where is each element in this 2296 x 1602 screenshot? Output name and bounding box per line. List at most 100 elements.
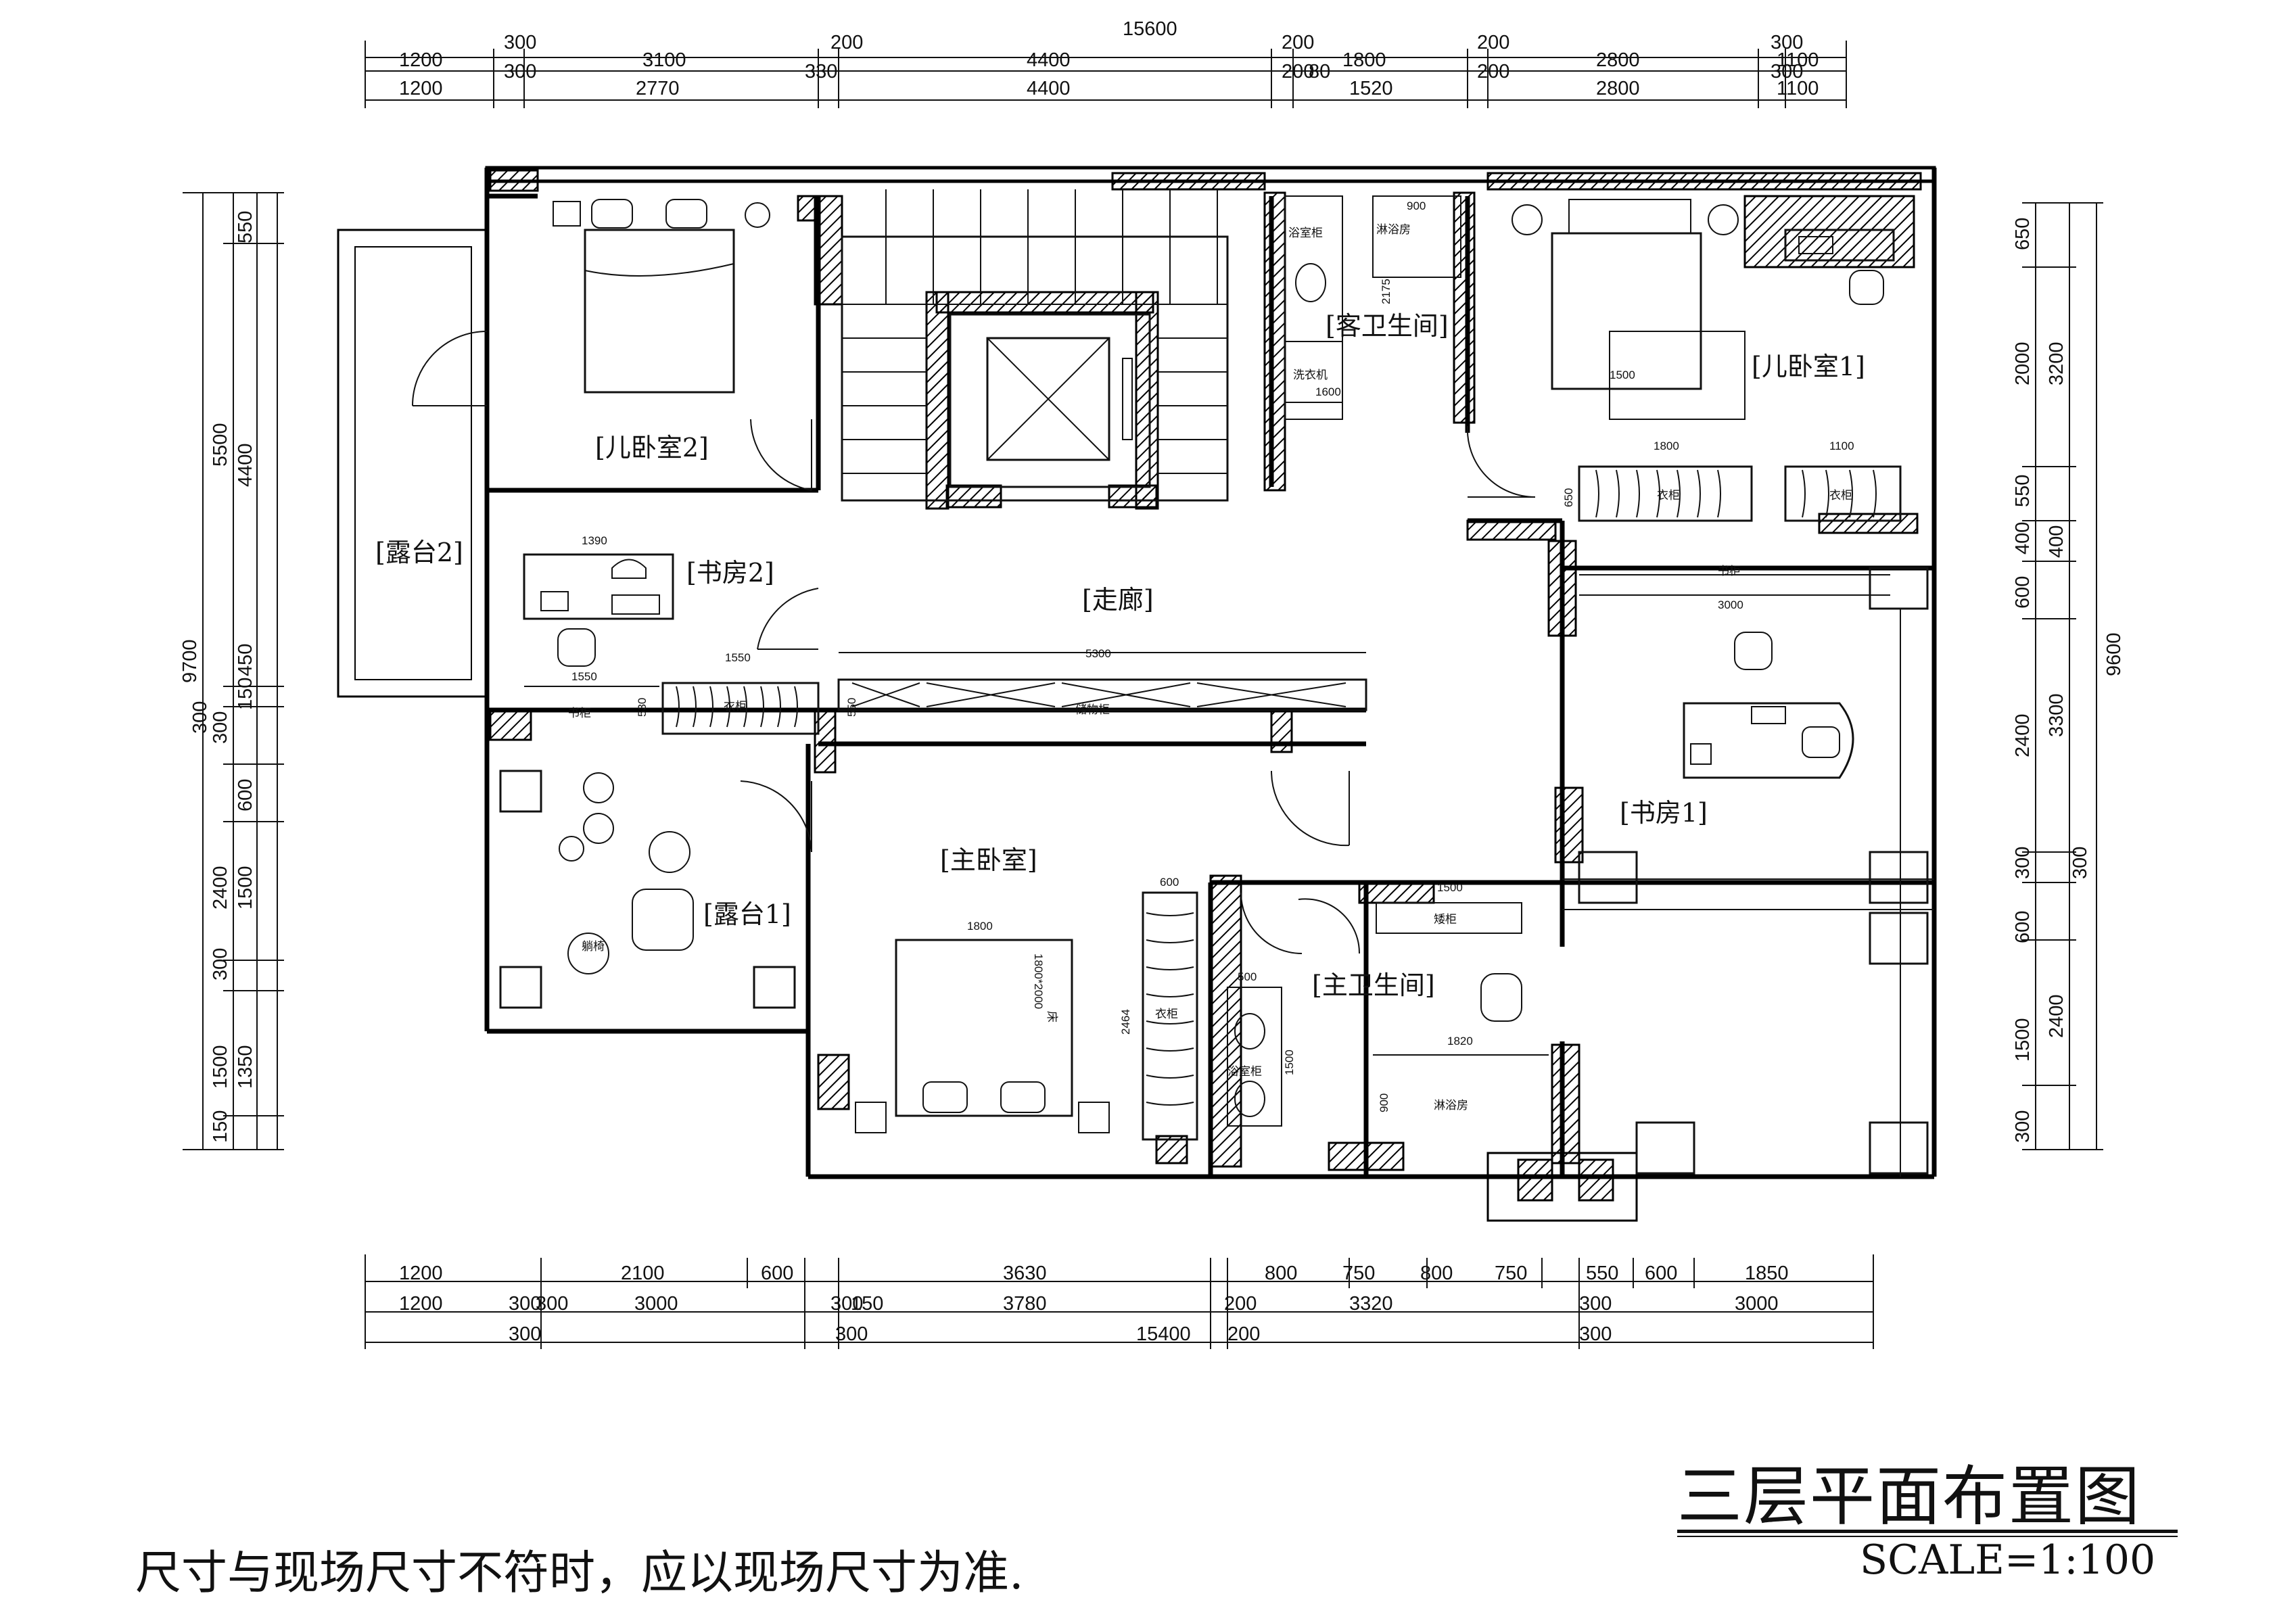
svg-text:650: 650: [1562, 488, 1575, 507]
wardrobe-kids-1: 衣柜 衣柜 1800 1100 650: [1562, 440, 1902, 522]
svg-text:1100: 1100: [1829, 440, 1854, 452]
svg-text:650: 650: [2012, 218, 2034, 250]
right-dim-texts: 9600 650 2000 550 400 600 2400 300 600 1…: [2012, 218, 2125, 1143]
svg-text:800: 800: [1420, 1263, 1453, 1284]
bottom-dim-row-3: 300 300 15400 200 300: [509, 1323, 1612, 1345]
svg-text:书柜: 书柜: [1718, 565, 1741, 578]
svg-text:1100: 1100: [1777, 78, 1819, 99]
svg-text:5300: 5300: [1085, 647, 1111, 660]
svg-text:4400: 4400: [1027, 78, 1071, 99]
svg-text:矮柜: 矮柜: [1434, 913, 1457, 926]
svg-text:2770: 2770: [636, 78, 680, 99]
svg-text:淋浴房: 淋浴房: [1434, 1099, 1468, 1112]
svg-text:300: 300: [504, 32, 536, 53]
svg-text:300: 300: [509, 1323, 541, 1345]
svg-text:300: 300: [1771, 32, 1803, 53]
hatched-walls: [489, 169, 1922, 1202]
svg-text:3100: 3100: [642, 49, 686, 71]
svg-text:300: 300: [1579, 1323, 1612, 1345]
svg-text:600: 600: [235, 779, 256, 811]
bottom-dim-row-1: 1200 2100 600 3630 800 750 800 750 550 6…: [399, 1263, 1789, 1284]
svg-text:800: 800: [1265, 1263, 1297, 1284]
svg-text:200: 200: [1282, 61, 1314, 83]
desk-kids-1: [1784, 229, 1895, 305]
svg-text:550: 550: [1586, 1263, 1618, 1284]
svg-text:1500: 1500: [210, 1045, 231, 1089]
svg-text:300: 300: [830, 1293, 863, 1315]
svg-text:2800: 2800: [1596, 49, 1640, 71]
svg-text:1500: 1500: [2012, 1018, 2034, 1062]
svg-text:1550: 1550: [571, 670, 597, 683]
svg-text:200: 200: [1477, 61, 1509, 83]
elevator-icon: [949, 313, 1151, 488]
svg-text:200: 200: [1477, 32, 1509, 53]
top-dimension-lines: 15600: [365, 18, 1847, 108]
svg-text:9700: 9700: [179, 639, 201, 683]
svg-text:300: 300: [2069, 847, 2091, 879]
drawing-scale: SCALE=1:100: [1860, 1536, 2156, 1584]
svg-text:1800: 1800: [1342, 49, 1386, 71]
svg-text:1200: 1200: [399, 49, 443, 71]
svg-text:3000: 3000: [1735, 1293, 1779, 1315]
svg-text:1800: 1800: [967, 920, 993, 933]
top-dim-row-2: 1200 300 2770 330 4400 200 80 1520 200 2…: [399, 61, 1819, 99]
svg-text:550: 550: [845, 698, 858, 717]
bed-kids-2: [553, 199, 770, 394]
wardrobe-study-2: 衣柜 书柜 1550 1550 530: [524, 651, 820, 735]
svg-text:1100: 1100: [1777, 49, 1819, 71]
svg-text:2175: 2175: [1380, 279, 1392, 304]
svg-text:2000: 2000: [2012, 341, 2034, 385]
svg-text:1500: 1500: [235, 866, 256, 910]
top-overall-dim: 15600: [1123, 18, 1177, 40]
room-corridor: [走廊]: [1082, 585, 1154, 615]
svg-text:300: 300: [210, 711, 231, 744]
svg-text:400: 400: [2046, 525, 2067, 558]
svg-text:500: 500: [1238, 970, 1257, 983]
svg-text:5500: 5500: [210, 423, 231, 467]
svg-text:300: 300: [2012, 1110, 2034, 1143]
master-wardrobe: 衣柜 600 2464: [1119, 876, 1198, 1141]
svg-text:1200: 1200: [399, 1263, 443, 1284]
svg-text:衣柜: 衣柜: [724, 700, 747, 713]
drawing-title: 三层平面布置图: [1677, 1459, 2141, 1534]
svg-text:900: 900: [1378, 1093, 1390, 1112]
svg-text:600: 600: [761, 1263, 793, 1284]
top-dim-row-1: 1200 300 3100 200 4400 200 1800 200 2800…: [399, 32, 1819, 71]
svg-text:3300: 3300: [2046, 693, 2067, 737]
storage-cabinet: 储物柜 5300 550: [837, 647, 1367, 717]
svg-text:200: 200: [830, 32, 863, 53]
svg-text:300: 300: [2012, 847, 2034, 879]
svg-text:9600: 9600: [2103, 632, 2125, 676]
svg-text:躺椅: 躺椅: [582, 940, 605, 953]
room-master-bathroom: [主卫生间]: [1312, 970, 1435, 1000]
svg-text:330: 330: [805, 61, 837, 83]
svg-text:200: 200: [1224, 1293, 1257, 1315]
svg-text:550: 550: [2012, 475, 2034, 507]
exterior-walls: [337, 166, 1937, 1222]
svg-text:300: 300: [189, 701, 211, 734]
svg-text:4400: 4400: [1027, 49, 1071, 71]
title-underline-thin: [1677, 1536, 2178, 1537]
svg-text:书柜: 书柜: [568, 707, 591, 720]
room-terrace-2: [露台2]: [375, 538, 463, 567]
title-underline: [1677, 1530, 2178, 1533]
svg-text:600: 600: [2012, 576, 2034, 609]
svg-text:1500: 1500: [1283, 1050, 1296, 1075]
svg-text:1520: 1520: [1349, 78, 1393, 99]
svg-text:3320: 3320: [1349, 1293, 1393, 1315]
svg-text:1800: 1800: [1654, 440, 1679, 452]
room-terrace-1: [露台1]: [703, 899, 791, 929]
drawing-note: 尺寸与现场尺寸不符时，应以现场尺寸为准.: [135, 1547, 1024, 1600]
svg-text:1550: 1550: [725, 651, 751, 664]
svg-text:300: 300: [536, 1293, 568, 1315]
room-master-bedroom: [主卧室]: [940, 845, 1037, 875]
svg-text:150: 150: [235, 678, 256, 710]
svg-text:浴室柜: 浴室柜: [1227, 1065, 1262, 1078]
study-2-desk: 1390: [523, 534, 674, 667]
svg-text:2100: 2100: [621, 1263, 665, 1284]
right-dimension-lines: [2022, 202, 2103, 1150]
bed-kids-1: 1500: [1512, 199, 1746, 420]
svg-text:储物柜: 储物柜: [1075, 703, 1110, 716]
left-dimension-lines: [183, 192, 284, 1150]
